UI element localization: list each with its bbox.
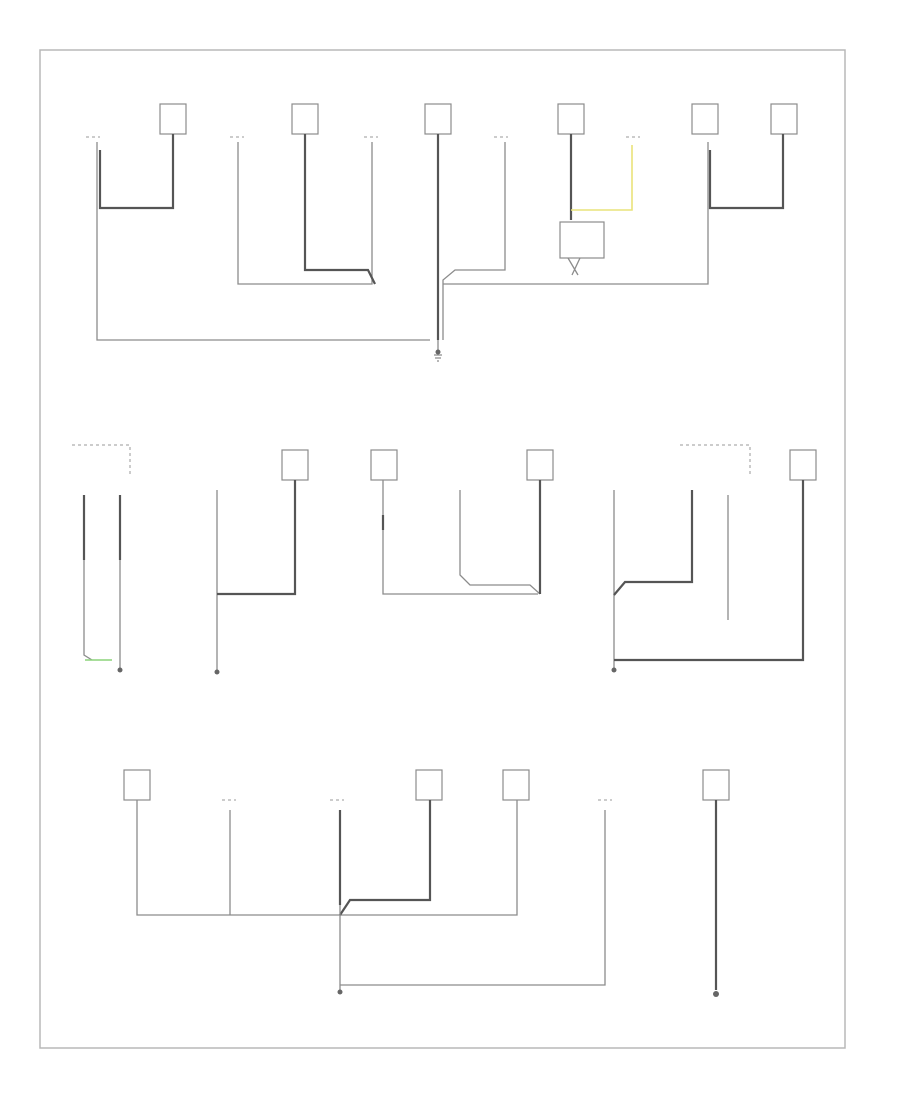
component-box [691, 103, 719, 135]
wire [459, 490, 541, 595]
relay-box [559, 221, 605, 259]
wire [442, 142, 506, 340]
wire [82, 495, 122, 560]
wire [98, 134, 175, 210]
component-box [291, 103, 319, 135]
ground-symbol [434, 354, 442, 362]
wire [339, 800, 432, 916]
component-box [123, 769, 151, 801]
component-box [557, 103, 585, 135]
wire [614, 480, 805, 662]
wire [303, 134, 376, 285]
component-box [526, 449, 554, 481]
component-box [702, 769, 730, 801]
wire [237, 142, 373, 285]
wire [217, 480, 297, 596]
relay-switch [567, 257, 581, 276]
component-box [502, 769, 530, 801]
wire [580, 142, 709, 285]
component-box [770, 103, 798, 135]
wire [340, 800, 518, 916]
wire-yellow [571, 145, 633, 211]
wire [708, 134, 785, 210]
ground-point [117, 667, 123, 673]
component-box [424, 103, 452, 135]
middle-section [72, 444, 817, 675]
wire [340, 810, 606, 986]
component-box [789, 449, 817, 481]
wire [136, 800, 340, 916]
bottom-section [123, 769, 730, 997]
component-box [415, 769, 443, 801]
ground-point [214, 669, 220, 675]
component-box [370, 449, 398, 481]
ground-point [713, 991, 719, 997]
component-box [281, 449, 309, 481]
wire [613, 490, 694, 596]
wire [83, 560, 121, 668]
ground-point [337, 989, 343, 995]
diagram-frame [39, 49, 846, 1049]
ground-point [435, 349, 441, 355]
wire [96, 142, 430, 341]
ground-point [611, 667, 617, 673]
dashed-component-outline [72, 444, 751, 475]
component-box [159, 103, 187, 135]
top-section [86, 103, 798, 362]
